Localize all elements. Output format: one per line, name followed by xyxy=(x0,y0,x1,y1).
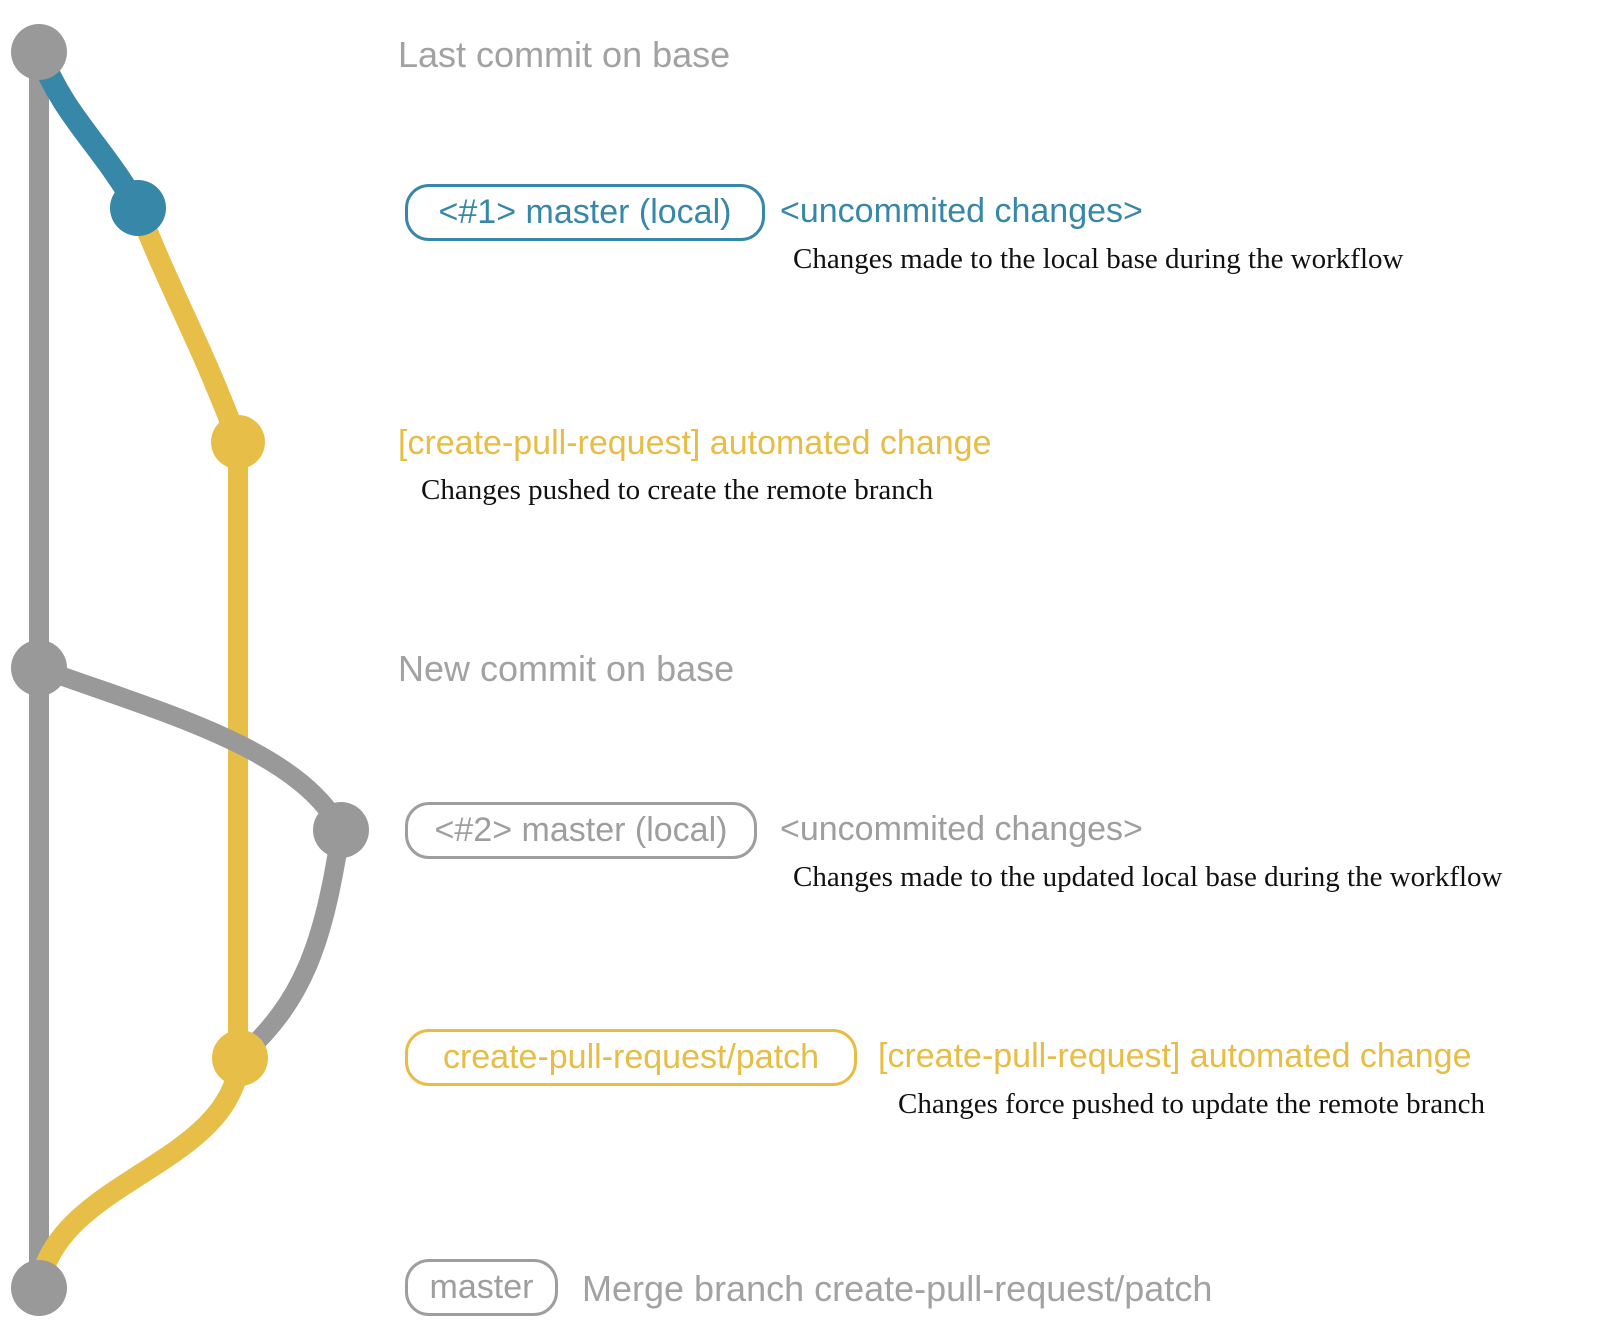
commit-node-new-base xyxy=(11,640,67,696)
branch-badge-master-local-2: <#2> master (local) xyxy=(405,802,757,859)
label-merge-branch: Merge branch create-pull-request/patch xyxy=(582,1268,1213,1309)
merge-edge xyxy=(28,1047,251,1299)
commit-note-uncommitted-2: Changes made to the updated local base d… xyxy=(793,861,1503,893)
branch-badge-master: master xyxy=(405,1259,558,1316)
commit-node-remote-1 xyxy=(211,415,265,469)
local-change-edge-2 xyxy=(29,658,351,840)
push-edge-1 xyxy=(127,197,249,453)
commit-title-uncommitted-1: <uncommited changes> xyxy=(780,192,1143,230)
commit-node-remote-2 xyxy=(212,1030,268,1086)
label-last-commit-on-base: Last commit on base xyxy=(398,34,731,75)
commit-node-local-2 xyxy=(313,802,369,858)
commit-title-automated-change-1: [create-pull-request] automated change xyxy=(398,424,992,462)
commit-node-local-1 xyxy=(110,180,166,236)
commit-node-last-base xyxy=(11,24,67,80)
force-push-edge xyxy=(230,820,351,1068)
label-new-commit-on-base: New commit on base xyxy=(398,648,735,689)
commit-note-uncommitted-1: Changes made to the local base during th… xyxy=(793,243,1404,275)
commit-note-automated-change-1: Changes pushed to create the remote bran… xyxy=(421,474,934,506)
commit-title-uncommitted-2: <uncommited changes> xyxy=(780,810,1143,848)
commit-title-automated-change-2: [create-pull-request] automated change xyxy=(878,1037,1472,1075)
commit-note-automated-change-2: Changes force pushed to update the remot… xyxy=(898,1088,1486,1120)
branch-badge-create-pull-request-patch: create-pull-request/patch xyxy=(405,1029,857,1086)
branch-badge-master-local-1: <#1> master (local) xyxy=(405,184,765,241)
commit-node-merge xyxy=(11,1260,67,1316)
